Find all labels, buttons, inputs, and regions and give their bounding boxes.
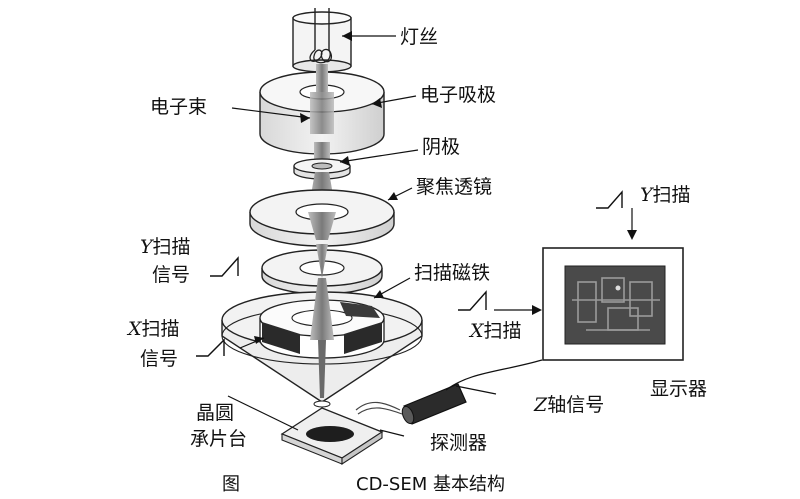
label-focus-lens: 聚焦透镜 (416, 176, 493, 198)
label-scan-y-signal-line2: 信号 (152, 264, 191, 286)
display-x-text: 扫描 (483, 320, 522, 342)
z-axis: Z (534, 394, 548, 416)
caption-title: CD-SEM 基本结构 (356, 474, 505, 495)
caption-prefix: 图 (222, 474, 240, 495)
display (542, 247, 684, 361)
z-text: 轴信号 (547, 394, 605, 416)
label-scan-magnet: 扫描磁铁 (414, 262, 491, 284)
scan-x-text: 扫描 (141, 318, 180, 340)
label-electron-beam: 电子束 (150, 96, 208, 118)
focus-lens-disk (249, 189, 395, 247)
label-electron-absorber: 电子吸极 (420, 84, 497, 106)
label-scan-y-signal: Y扫描 (140, 236, 191, 258)
filament-cylinder (292, 8, 352, 73)
scan-x-axis: X (128, 318, 142, 340)
detector (355, 383, 467, 425)
label-display: 显示器 (650, 378, 708, 400)
label-wafer-stage-line2: 承片台 (190, 428, 248, 450)
label-filament: 灯丝 (400, 26, 439, 48)
wafer-stage (280, 407, 384, 466)
display-y-text: 扫描 (652, 184, 691, 206)
scan-y-text: 扫描 (152, 236, 191, 258)
label-display-x-scan: X扫描 (470, 320, 522, 342)
scan-chamber (221, 278, 423, 408)
label-scan-x-signal-line2: 信号 (140, 348, 179, 370)
label-cathode: 阴极 (422, 136, 461, 158)
label-display-y-scan: Y扫描 (640, 184, 691, 206)
label-scan-x-signal: X扫描 (128, 318, 180, 340)
display-y-axis: Y (640, 184, 653, 206)
label-z-signal: Z轴信号 (534, 394, 604, 416)
electron-beam-upper (316, 64, 328, 92)
sawtooth-signals (196, 190, 623, 357)
arrowheads (254, 31, 637, 344)
label-detector: 探测器 (430, 432, 488, 454)
display-x-axis: X (470, 320, 484, 342)
scan-y-axis: Y (140, 236, 153, 258)
label-wafer-stage-line1: 晶圆 (196, 402, 235, 424)
